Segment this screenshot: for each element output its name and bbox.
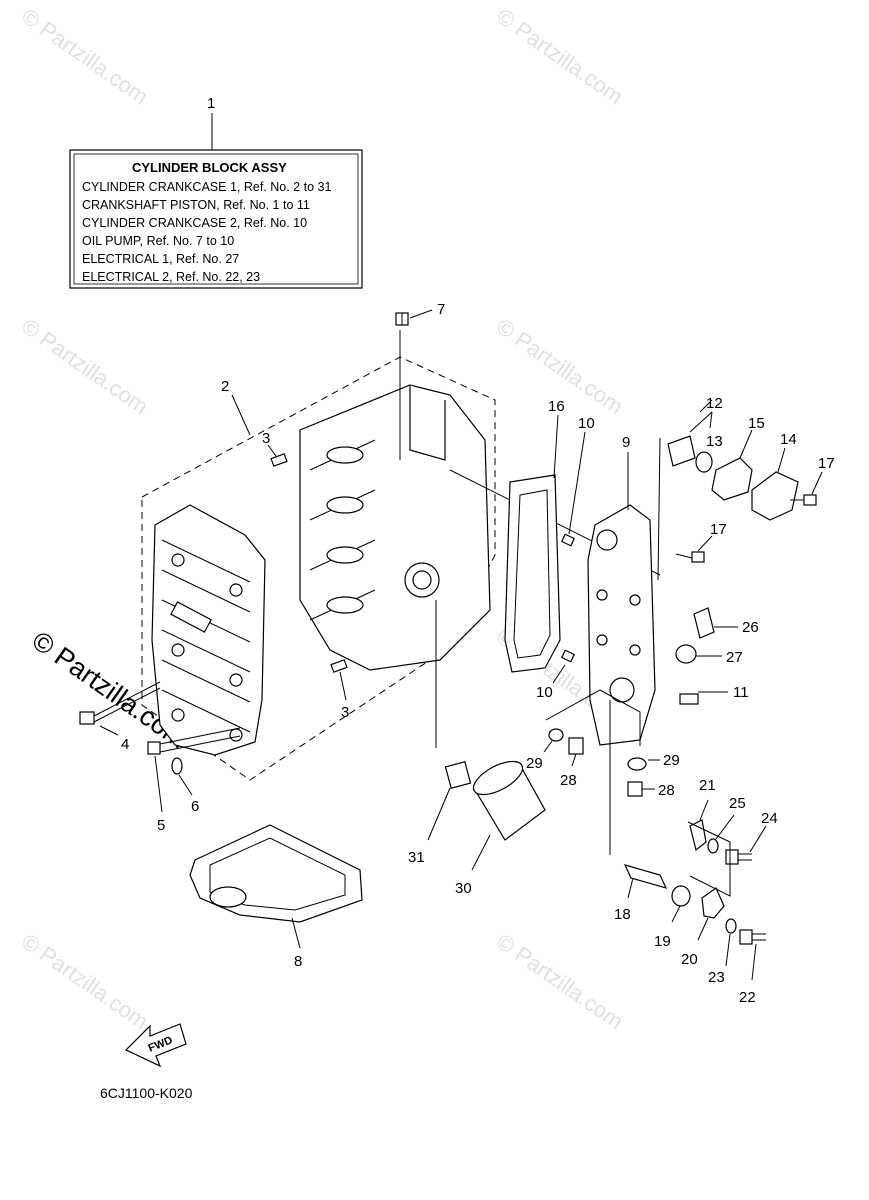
callout-13: 13 bbox=[706, 433, 723, 450]
watermark: © Partzilla.com bbox=[492, 929, 628, 1035]
callout-25: 25 bbox=[729, 795, 746, 812]
cover-9: 9 bbox=[587, 434, 656, 746]
washer-25: 25 bbox=[707, 795, 746, 854]
bolt-17: 17 17 bbox=[675, 455, 835, 563]
callout-6: 6 bbox=[191, 798, 199, 815]
callout-4: 4 bbox=[121, 736, 129, 753]
gasket-15: 15 bbox=[711, 415, 765, 501]
callout-5: 5 bbox=[157, 817, 165, 834]
callout-1: 1 bbox=[207, 95, 215, 112]
cylinder-block-assy-box: 1 CYLINDER BLOCK ASSY CYLINDER CRANKCASE… bbox=[69, 95, 363, 289]
bracket-21: 21 bbox=[689, 777, 716, 852]
box-title: CYLINDER BLOCK ASSY bbox=[132, 160, 287, 175]
o-ring-27: 27 bbox=[675, 644, 743, 666]
callout-10b: 10 bbox=[536, 684, 553, 701]
callout-16: 16 bbox=[548, 398, 565, 415]
plate-18: 18 bbox=[609, 700, 668, 923]
plug-26: 26 bbox=[693, 607, 759, 639]
callout-9: 9 bbox=[622, 434, 630, 451]
cover-14: 14 bbox=[751, 431, 799, 521]
bolt-7: 7 bbox=[395, 301, 445, 326]
callout-19: 19 bbox=[654, 933, 671, 950]
callout-8: 8 bbox=[294, 953, 302, 970]
callout-17a: 17 bbox=[818, 455, 835, 472]
cylinder-block bbox=[299, 330, 661, 671]
gasket-8: 8 bbox=[189, 824, 363, 970]
washer-23: 23 bbox=[708, 918, 737, 986]
callout-3a: 3 bbox=[262, 430, 270, 447]
bolt-24: 24 bbox=[725, 810, 778, 865]
callout-30: 30 bbox=[455, 880, 472, 897]
callout-24: 24 bbox=[761, 810, 778, 827]
callout-12: 12 bbox=[706, 395, 723, 412]
callout-28a: 28 bbox=[560, 772, 577, 789]
screen-29: 29 29 bbox=[526, 728, 680, 772]
oil-filter-30: 30 bbox=[455, 760, 546, 897]
callout-17b: 17 bbox=[710, 521, 727, 538]
callout-3b: 3 bbox=[341, 704, 349, 721]
callout-2: 2 bbox=[221, 378, 229, 395]
box-line: ELECTRICAL 2, Ref. No. 22, 23 bbox=[82, 270, 260, 284]
diagram-code: 6CJ1100-K020 bbox=[100, 1085, 193, 1101]
box-line: ELECTRICAL 1, Ref. No. 27 bbox=[82, 252, 239, 266]
plug-31: 31 bbox=[408, 600, 472, 866]
box-line: OIL PUMP, Ref. No. 7 to 10 bbox=[82, 234, 234, 248]
sensor-11: 11 bbox=[679, 684, 749, 705]
crankcase-half bbox=[151, 504, 266, 756]
callout-10a: 10 bbox=[578, 415, 595, 432]
bracket-20: 20 bbox=[681, 887, 725, 968]
callout-28b: 28 bbox=[658, 782, 675, 799]
grommet-19: 19 bbox=[654, 885, 691, 950]
box-line: CYLINDER CRANKCASE 2, Ref. No. 10 bbox=[82, 216, 307, 230]
watermark: © Partzilla.com bbox=[17, 4, 153, 110]
plug-28: 28 28 bbox=[560, 737, 675, 799]
washer-6: 6 bbox=[171, 757, 199, 815]
callout-15: 15 bbox=[748, 415, 765, 432]
watermark: © Partzilla.com bbox=[17, 314, 153, 420]
callout-29b: 29 bbox=[663, 752, 680, 769]
callout-26: 26 bbox=[742, 619, 759, 636]
callout-31: 31 bbox=[408, 849, 425, 866]
callout-7: 7 bbox=[437, 301, 445, 318]
bolt-22: 22 bbox=[739, 929, 766, 1006]
gasket-16: 16 bbox=[504, 398, 565, 673]
gasket-13: 13 bbox=[695, 433, 723, 473]
callout-18: 18 bbox=[614, 906, 631, 923]
box-line: CRANKSHAFT PISTON, Ref. No. 1 to 11 bbox=[82, 198, 310, 212]
bolt-4: 4 bbox=[79, 681, 161, 753]
callout-27: 27 bbox=[726, 649, 743, 666]
plug-12: 12 bbox=[657, 395, 723, 581]
bolt-5: 5 bbox=[147, 727, 241, 834]
fwd-arrow-icon: FWD bbox=[124, 1023, 187, 1068]
callout-29a: 29 bbox=[526, 755, 543, 772]
dowel-10: 10 10 bbox=[536, 415, 595, 701]
box-line: CYLINDER CRANKCASE 1, Ref. No. 2 to 31 bbox=[82, 180, 331, 194]
callout-14: 14 bbox=[780, 431, 797, 448]
callout-22: 22 bbox=[739, 989, 756, 1006]
callout-20: 20 bbox=[681, 951, 698, 968]
callout-23: 23 bbox=[708, 969, 725, 986]
callout-21: 21 bbox=[699, 777, 716, 794]
watermark: © Partzilla.com bbox=[492, 4, 628, 110]
callout-11: 11 bbox=[733, 684, 749, 701]
watermark: © Partzilla.com bbox=[17, 929, 153, 1035]
dowel-3: 3 3 bbox=[262, 430, 349, 721]
